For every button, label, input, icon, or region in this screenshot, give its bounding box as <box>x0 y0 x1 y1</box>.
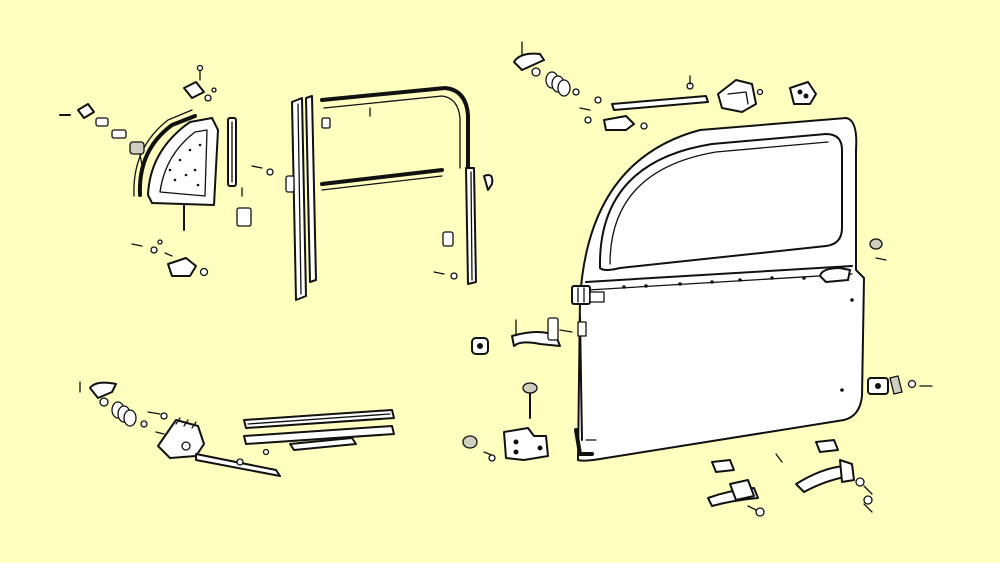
door-check-strap <box>471 317 573 355</box>
door-hinge <box>462 382 549 462</box>
exterior-door-handles <box>707 439 873 517</box>
door-shell <box>571 117 865 462</box>
vent-window-assembly <box>59 64 219 277</box>
rear-latch-parts <box>867 238 933 395</box>
window-channel-frame <box>285 86 494 301</box>
window-lift-channel <box>243 409 395 451</box>
division-bar-seal <box>227 117 274 227</box>
window-regulator <box>79 381 281 477</box>
door-latch-linkage <box>513 41 817 131</box>
